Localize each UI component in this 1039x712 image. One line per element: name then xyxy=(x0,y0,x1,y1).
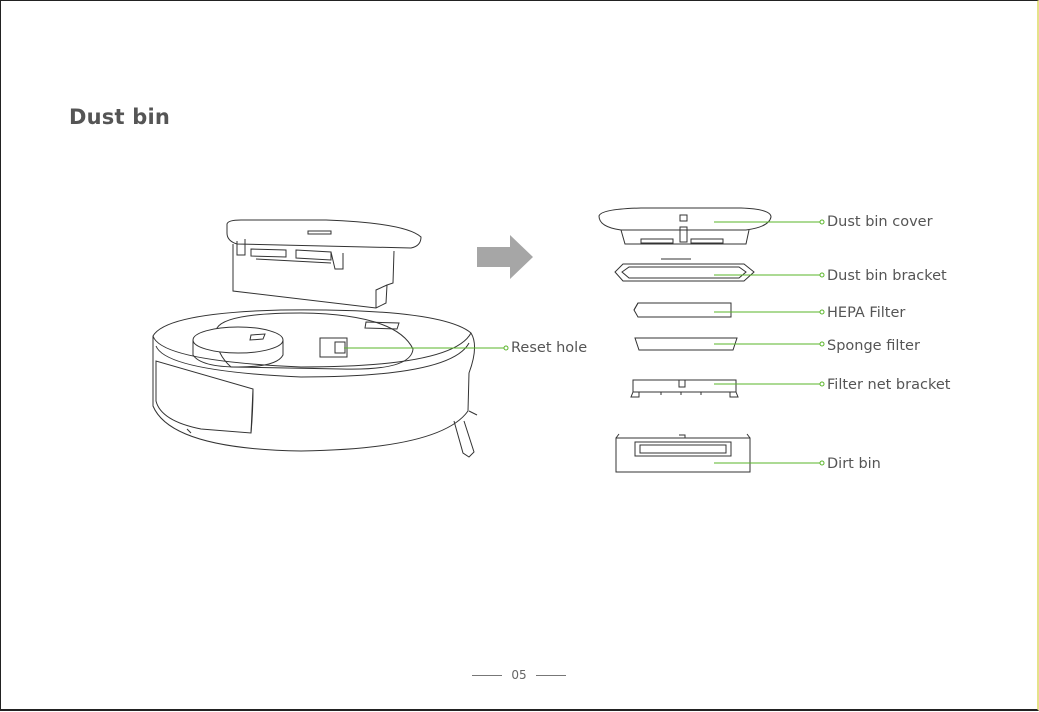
right-arrow-icon xyxy=(477,235,533,279)
callout-dirt-bin: Dirt bin xyxy=(827,455,881,473)
exploded-components xyxy=(599,208,771,472)
dust-bin-bracket-drawing xyxy=(615,259,754,281)
dirt-bin-drawing xyxy=(616,434,750,472)
robot-vacuum-drawing xyxy=(153,220,477,457)
footer-rule-right xyxy=(536,675,566,676)
callout-dust-bin-bracket: Dust bin bracket xyxy=(827,267,947,285)
filter-net-bracket-drawing xyxy=(631,380,738,397)
page-number: 05 xyxy=(511,668,526,682)
callout-reset-hole: Reset hole xyxy=(511,339,587,357)
lifted-dust-bin xyxy=(227,220,421,308)
callout-filter-net-bracket: Filter net bracket xyxy=(827,376,950,394)
callout-hepa-filter: HEPA Filter xyxy=(827,304,905,322)
dust-bin-cover-drawing xyxy=(599,208,771,244)
page-footer: 05 xyxy=(1,668,1037,682)
footer-rule-left xyxy=(472,675,502,676)
hepa-filter-drawing xyxy=(634,303,731,317)
robot-body xyxy=(153,310,477,457)
callout-dust-bin-cover: Dust bin cover xyxy=(827,213,933,231)
callout-sponge-filter: Sponge filter xyxy=(827,337,920,355)
